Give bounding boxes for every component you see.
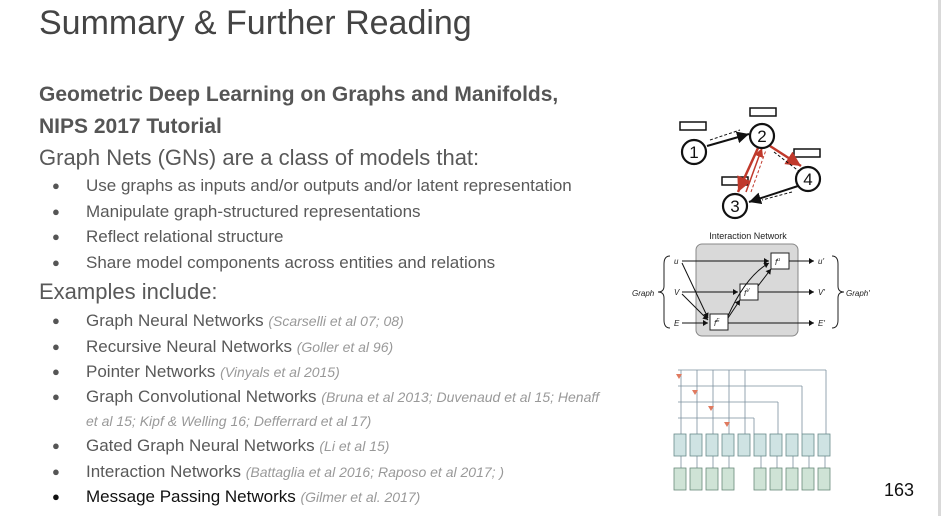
left-brace: [657, 255, 671, 329]
graph-node: [721, 192, 749, 220]
bullet-icon: ●: [52, 438, 60, 454]
list-item: ●Manipulate graph-structured representat…: [0, 199, 572, 225]
page-number: 163: [884, 480, 915, 500]
bullet-icon: ●: [52, 463, 60, 479]
list-item: ● Graph Neural Networks (Scarselli et al …: [0, 308, 606, 334]
input-label: E: [674, 319, 680, 328]
gn-bullet-list: ●Use graphs as inputs and/or outputs and…: [0, 173, 572, 276]
graph-edge: [773, 151, 801, 173]
edge-attr-box: [793, 148, 821, 158]
input-label: u: [674, 257, 679, 266]
list-item: ● Interaction Networks (Battaglia et al 2…: [0, 459, 606, 485]
graph-figure: 1 2 3 4: [679, 107, 822, 220]
list-item: ● Message Passing Networks (Gilmer et al.…: [0, 484, 606, 510]
graph-edge: [761, 191, 793, 201]
list-item: ●Share model components across entities …: [0, 250, 572, 276]
example-name: Recursive Neural Networks: [86, 336, 292, 356]
subtitle-line-1: Geometric Deep Learning on Graphs and Ma…: [39, 83, 559, 106]
graph-node: [680, 138, 708, 166]
example-name: Graph Convolutional Networks: [86, 387, 317, 407]
edge-attr-box: [679, 121, 707, 131]
list-item: ● Gated Graph Neural Networks (Li et al 1…: [0, 433, 606, 459]
graph-edge: [709, 129, 741, 141]
graph-edge: [736, 147, 760, 193]
mp-attention-markers: [676, 374, 730, 427]
subtitle-line-2: NIPS 2017 Tutorial: [39, 115, 222, 138]
node-label: 4: [803, 170, 812, 189]
graph-in-label: Graph: [632, 289, 655, 298]
list-item: ●Use graphs as inputs and/or outputs and…: [0, 173, 572, 199]
graph-edge: [769, 144, 802, 168]
list-item: ● Recursive Neural Networks (Goller et al…: [0, 334, 606, 360]
figure-title: Interaction Network: [709, 231, 787, 241]
graph-edge: [750, 149, 767, 193]
output-label: u': [818, 257, 824, 266]
example-citation: (Goller et al 96): [296, 338, 394, 355]
example-name: Pointer Networks: [86, 362, 216, 382]
graph-node: [748, 122, 776, 150]
bullet-icon: ●: [52, 364, 60, 380]
bullet-icon: ●: [52, 389, 60, 405]
example-name: Message Passing Networks: [86, 487, 296, 507]
graph-out-label: Graph': [846, 289, 870, 298]
output-label: V': [818, 288, 825, 297]
slide-right-edge: [938, 0, 941, 516]
examples-list: ● Graph Neural Networks (Scarselli et al …: [0, 308, 606, 510]
mp-hidden-cells: [673, 433, 831, 457]
node-label: 3: [730, 197, 739, 216]
bullet-icon: ●: [52, 313, 60, 328]
fe-block: [709, 313, 729, 331]
fu-label: fu: [775, 257, 780, 267]
example-citation: (Battaglia et al 2016; Raposo et al 2017…: [245, 463, 505, 480]
list-item: ● Graph Convolutional Networks (Bruna et …: [0, 385, 606, 433]
example-citation: (Bruna et al 2013; Duvenaud et al 15; He…: [86, 389, 600, 430]
output-label: E': [818, 319, 825, 328]
example-citation: (Scarselli et al 07; 08): [268, 313, 404, 329]
bullet-icon: ●: [52, 229, 60, 245]
fe-label: fE: [714, 318, 720, 328]
list-item: ●Reflect relational structure: [0, 224, 572, 250]
example-citation: (Li et al 15): [319, 438, 390, 455]
interaction-network-figure: Interaction Network Graph Graph' u V E u…: [632, 231, 870, 337]
input-label: V: [674, 288, 680, 297]
slide-title: Summary & Further Reading: [39, 4, 472, 42]
example-citation: (Gilmer et al. 2017): [300, 489, 421, 506]
network-arrows: [681, 258, 814, 326]
node-label: 1: [689, 143, 698, 162]
example-name: Interaction Networks: [86, 461, 241, 481]
graph-edge: [745, 147, 764, 193]
fv-label: fV: [744, 288, 750, 298]
examples-heading: Examples include:: [39, 279, 218, 304]
bullet-icon: ●: [52, 489, 60, 505]
graph-node: [794, 165, 822, 193]
right-brace: [831, 255, 845, 329]
example-name: Graph Neural Networks: [86, 311, 264, 330]
bullet-icon: ●: [52, 178, 60, 193]
example-citation: (Vinyals et al 2015): [220, 364, 340, 381]
gn-intro-heading: Graph Nets (GNs) are a class of models t…: [39, 145, 480, 170]
graph-edge: [748, 185, 799, 204]
subtitle: Geometric Deep Learning on Graphs and Ma…: [39, 79, 558, 143]
message-passing-figure: [673, 369, 831, 491]
bullet-icon: ●: [52, 338, 60, 354]
node-label: 2: [757, 127, 766, 146]
bullet-icon: ●: [52, 203, 60, 219]
bullet-icon: ●: [52, 255, 60, 271]
edge-attr-box: [749, 107, 777, 117]
mp-input-cells: [673, 467, 831, 491]
example-name: Gated Graph Neural Networks: [86, 436, 315, 456]
list-item: ● Pointer Networks (Vinyals et al 2015): [0, 359, 606, 385]
graph-edge: [706, 131, 750, 147]
